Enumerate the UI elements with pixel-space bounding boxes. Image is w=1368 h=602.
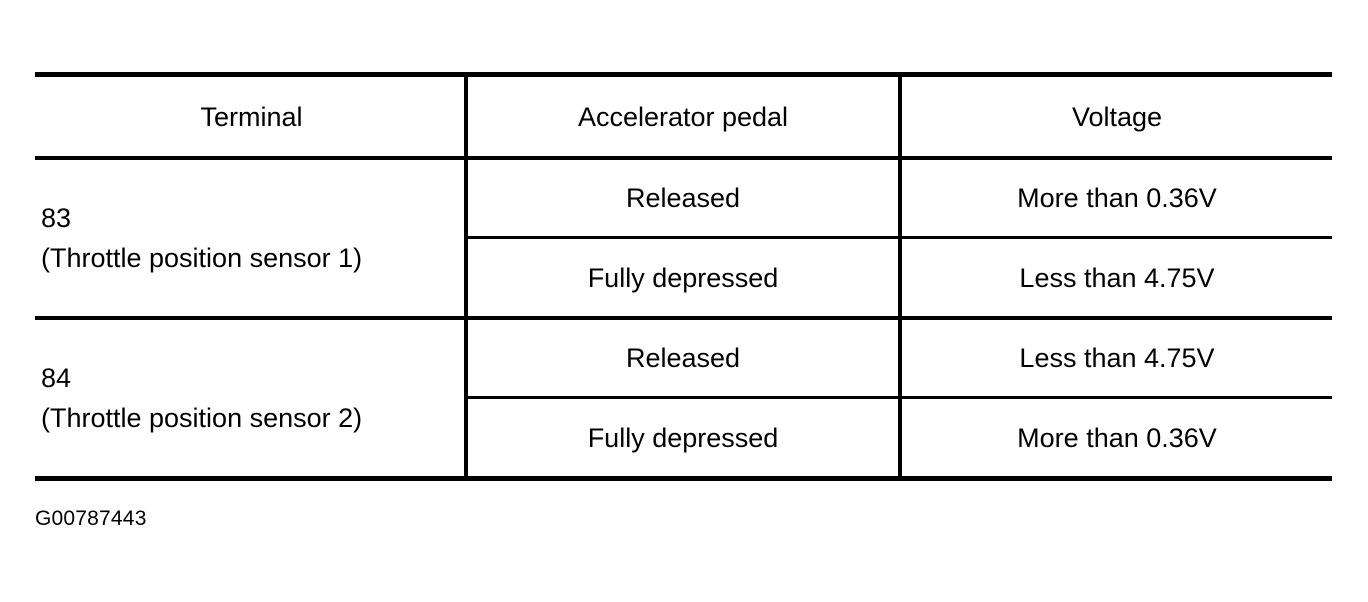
throttle-position-sensor-voltage-table: Terminal Accelerator pedal Voltage 83 (T…: [35, 72, 1332, 481]
pedal-group-2-row-2-label: Fully depressed: [587, 422, 779, 453]
table-top-border: [35, 72, 1332, 77]
group-separator-border: [35, 316, 1332, 320]
pedal-group-1-row-2-label: Fully depressed: [587, 262, 779, 293]
table-cell-pedal-group-2-row-2: Fully depressed: [468, 399, 898, 476]
table-cell-terminal-group-2: 84 (Throttle position sensor 2): [41, 320, 461, 476]
voltage-group-2-row-2-label: More than 0.36V: [1017, 422, 1217, 453]
table-cell-terminal-group-1: 83 (Throttle position sensor 1): [41, 160, 461, 316]
table-cell-voltage-group-1-row-2: Less than 4.75V: [902, 239, 1332, 316]
figure-caption: G00787443: [35, 507, 147, 530]
pedal-group-1-row-1-label: Released: [625, 183, 741, 213]
table-cell-pedal-group-1-row-1: Released: [468, 160, 898, 236]
table-cell-voltage-group-1-row-1: More than 0.36V: [902, 160, 1332, 236]
terminal-group-1-text: 83 (Throttle position sensor 1): [41, 203, 363, 273]
table-cell-voltage-group-2-row-2: More than 0.36V: [902, 399, 1332, 476]
column-divider-terminal-pedal: [464, 74, 468, 480]
header-bottom-border: [35, 156, 1332, 160]
voltage-group-1-row-1-label: More than 0.36V: [1017, 183, 1217, 213]
table-bottom-border: [35, 476, 1332, 481]
voltage-group-1-row-2-label: Less than 4.75V: [1019, 262, 1215, 293]
column-divider-pedal-voltage: [898, 74, 902, 480]
column-header-voltage: Voltage: [902, 77, 1332, 156]
column-header-terminal-label: Terminal: [200, 101, 303, 132]
voltage-group-2-row-1-label: Less than 4.75V: [1019, 343, 1215, 373]
table-cell-pedal-group-2-row-1: Released: [468, 320, 898, 396]
column-header-accelerator-pedal: Accelerator pedal: [468, 77, 898, 156]
column-header-accelerator-pedal-label: Accelerator pedal: [577, 101, 789, 132]
terminal-group-2-text: 84 (Throttle position sensor 2): [41, 363, 363, 433]
table-cell-voltage-group-2-row-1: Less than 4.75V: [902, 320, 1332, 396]
table-cell-pedal-group-1-row-2: Fully depressed: [468, 239, 898, 316]
pedal-group-2-row-1-label: Released: [625, 343, 741, 373]
column-header-voltage-label: Voltage: [1071, 101, 1163, 132]
column-header-terminal: Terminal: [39, 77, 464, 156]
